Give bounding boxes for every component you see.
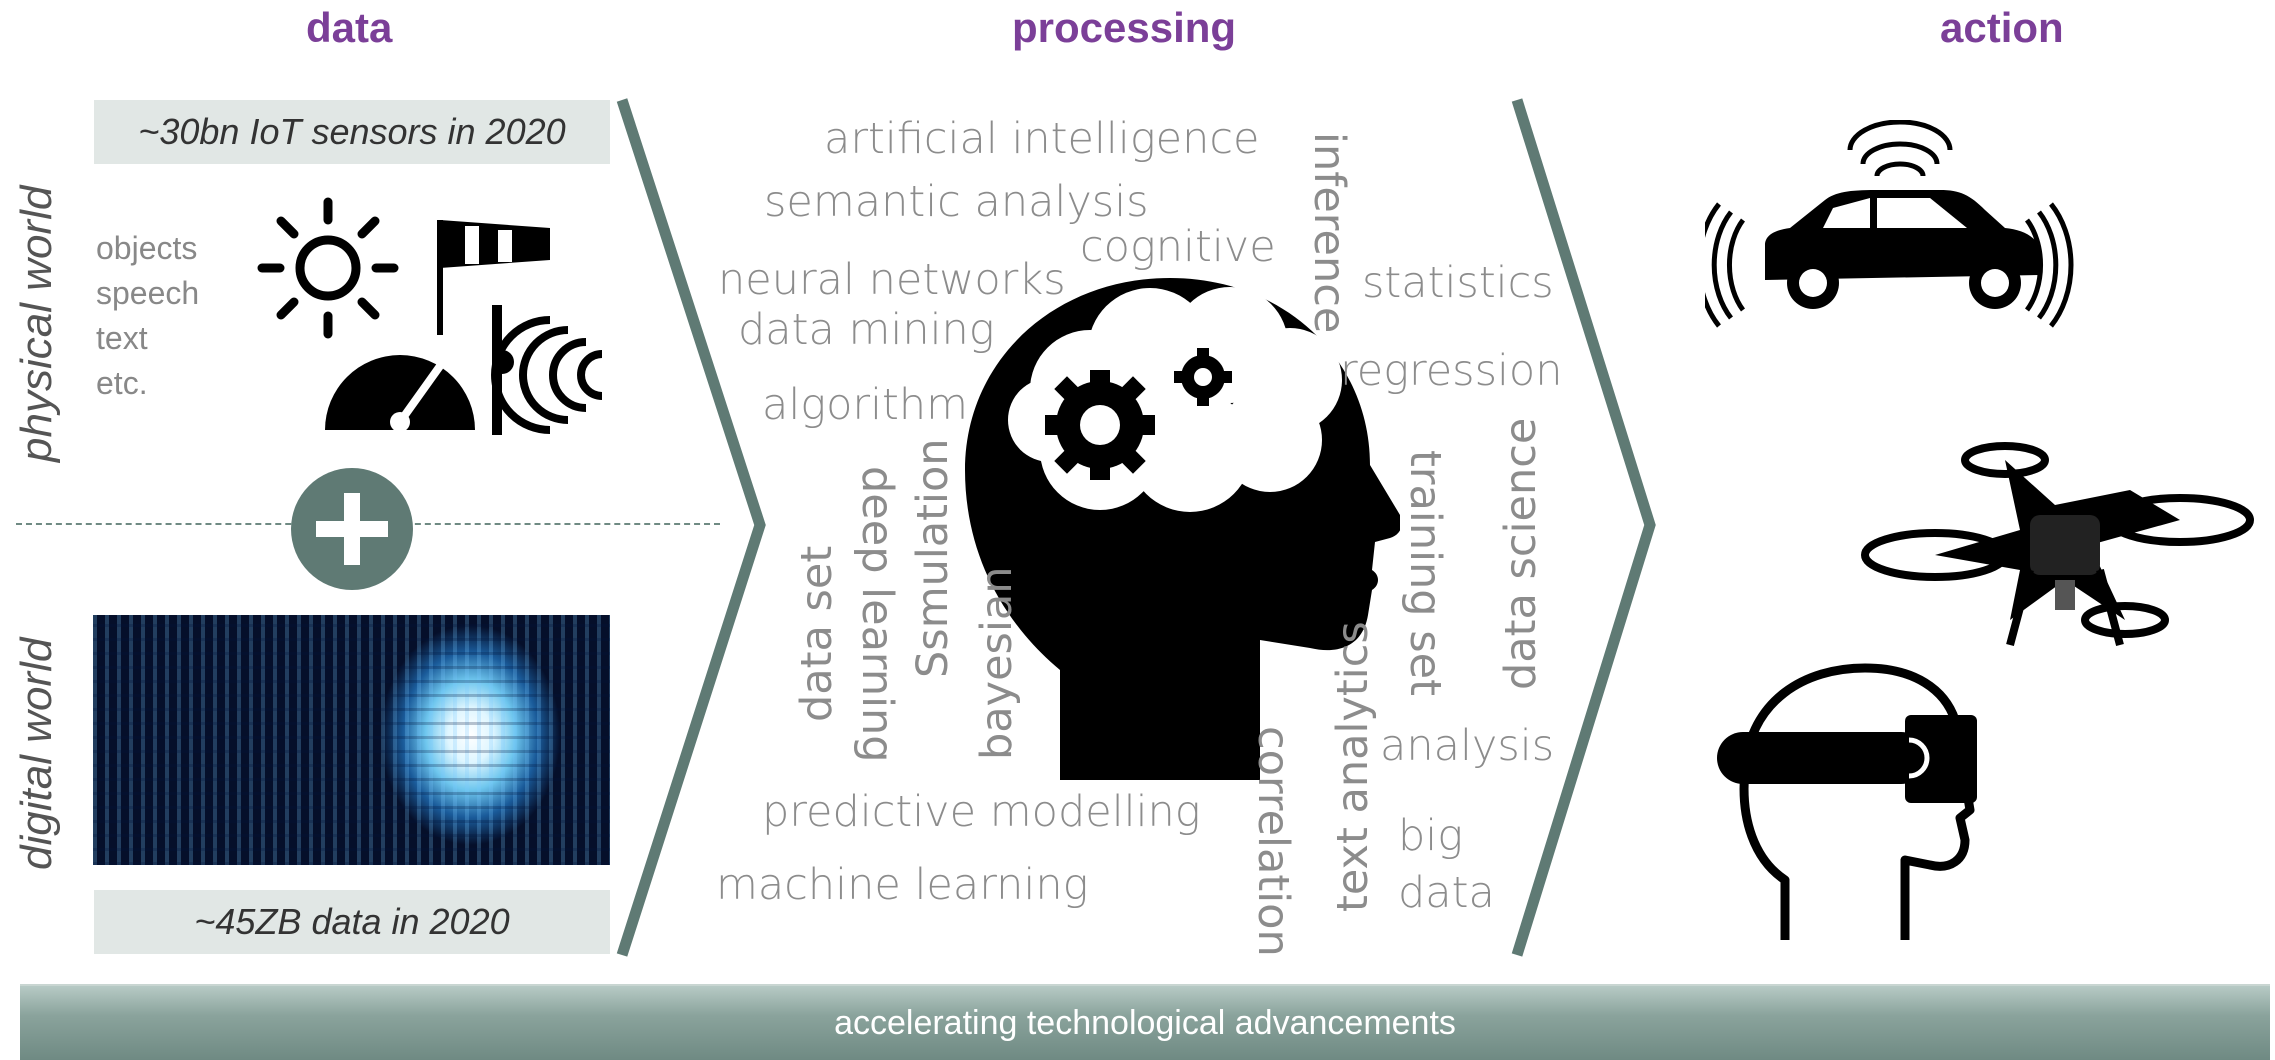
word-deep-learning: deep learning: [852, 466, 902, 763]
word-text-analytics: text analytics: [1328, 621, 1378, 912]
signal-icon: [491, 305, 603, 435]
word-algorithm: algorithm: [762, 380, 969, 430]
word-machine-learning: machine learning: [716, 860, 1089, 910]
word-artificial-intelligence: artificial intelligence: [824, 114, 1260, 164]
word-analysis: analysis: [1380, 721, 1555, 771]
word-inference: inference: [1304, 132, 1354, 334]
gauge-icon: [325, 355, 475, 432]
vr-headset-icon: [1717, 663, 1977, 940]
bottom-bar: accelerating technological advancements: [20, 984, 2270, 1060]
data-type-item: etc.: [96, 365, 148, 401]
car-icon: [1705, 120, 2074, 328]
data-stat-text: ~45ZB data in 2020: [194, 901, 510, 942]
word-data-science: data science: [1496, 417, 1546, 690]
word-neural-networks: neural networks: [718, 255, 1066, 305]
bottom-bar-label: accelerating technological advancements: [834, 1003, 1456, 1042]
sun-icon: [257, 197, 399, 339]
chevron-right: [1511, 98, 1656, 957]
word-regression: regression: [1340, 346, 1563, 396]
drone-icon: [1861, 442, 2254, 647]
word-simulation: Ssmulation: [908, 438, 958, 678]
plus-icon: [291, 468, 413, 590]
heading-data: data: [306, 4, 393, 51]
data-type-item: speech: [96, 275, 200, 311]
windsock-icon: [437, 220, 550, 335]
word-data: data: [1398, 868, 1495, 918]
word-data-set: data set: [792, 545, 842, 722]
small-gear-icon: [1174, 348, 1232, 406]
iot-stat-box: ~30bn IoT sensors in 2020: [94, 100, 610, 164]
iot-stat-text: ~30bn IoT sensors in 2020: [138, 111, 566, 152]
data-type-item: objects: [96, 230, 198, 266]
word-statistics: statistics: [1362, 258, 1554, 308]
heading-action: action: [1940, 4, 2064, 51]
gear-icon: [1045, 370, 1155, 480]
heading-processing: processing: [1012, 4, 1237, 51]
word-semantic-analysis: semantic analysis: [764, 177, 1149, 227]
word-big: big: [1398, 811, 1464, 861]
chevron-left: [616, 98, 766, 957]
word-data-mining: data mining: [738, 305, 995, 355]
word-bayesian: bayesian: [972, 566, 1022, 761]
sensor-icons: [257, 197, 603, 435]
word-predictive-modelling: predictive modelling: [762, 787, 1201, 837]
digital-tunnel-image: [93, 615, 610, 865]
word-training-set: training set: [1400, 450, 1450, 696]
word-correlation: correlation: [1248, 726, 1298, 957]
data-type-item: text: [96, 320, 148, 356]
data-stat-box: ~45ZB data in 2020: [94, 890, 610, 954]
head-gears-icon: [965, 278, 1400, 780]
word-cognitive: cognitive: [1080, 222, 1276, 272]
